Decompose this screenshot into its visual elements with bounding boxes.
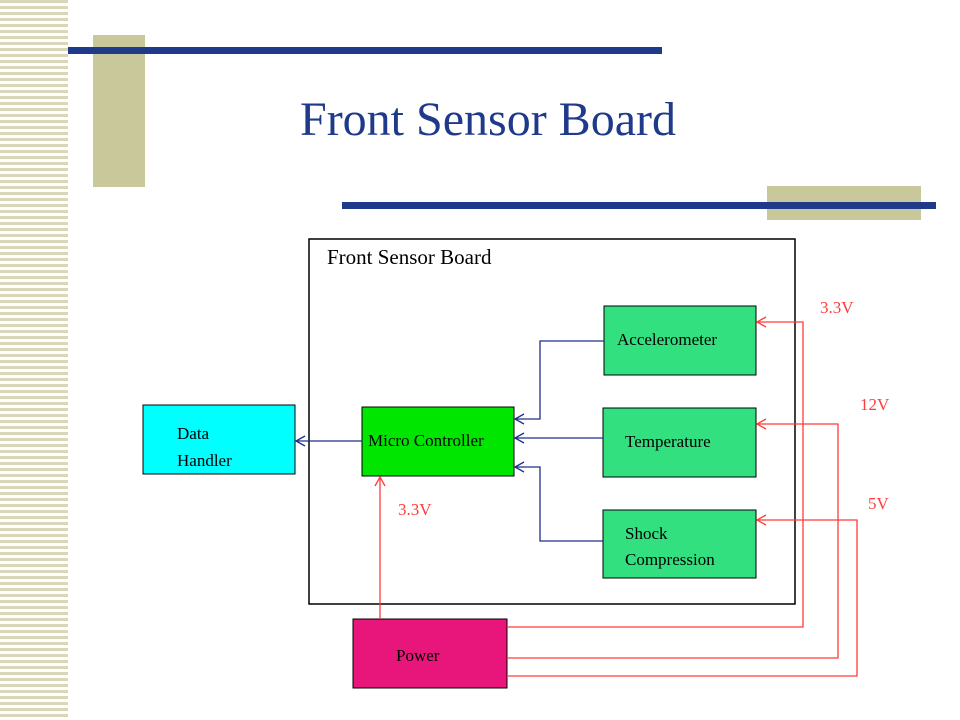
deco-block-top (93, 35, 145, 187)
micro-controller-label: Micro Controller (368, 431, 484, 450)
accelerometer-block (603, 305, 757, 376)
deco-bar-top (68, 47, 662, 54)
deco-bar-right (342, 202, 936, 209)
power-label: Power (396, 646, 440, 665)
data-handler-label-2: Handler (177, 451, 232, 470)
data-handler-label-1: Data (177, 424, 210, 443)
voltage-label-shock: 5V (868, 494, 890, 513)
shock-label-2: Compression (625, 550, 715, 569)
shock-to-mc-arrow (513, 461, 603, 542)
voltage-label-micro-controller: 3.3V (398, 500, 432, 519)
power-to-temperature-line (507, 418, 839, 659)
temperature-block (602, 407, 757, 478)
power-block (352, 618, 508, 689)
accelerometer-to-mc-arrow (513, 340, 604, 425)
voltage-label-accelerometer: 3.3V (820, 298, 854, 317)
board-outline (308, 238, 796, 605)
shock-compression-block (602, 509, 757, 579)
temperature-label: Temperature (625, 432, 711, 451)
power-to-accelerometer-line (507, 316, 804, 628)
voltage-label-temperature: 12V (860, 395, 890, 414)
decorative-stripes (0, 0, 68, 720)
power-to-shock-line (507, 514, 858, 677)
board-label: Front Sensor Board (327, 245, 492, 269)
shock-label-1: Shock (625, 524, 668, 543)
slide-title: Front Sensor Board (300, 93, 676, 146)
accelerometer-label: Accelerometer (617, 330, 717, 349)
